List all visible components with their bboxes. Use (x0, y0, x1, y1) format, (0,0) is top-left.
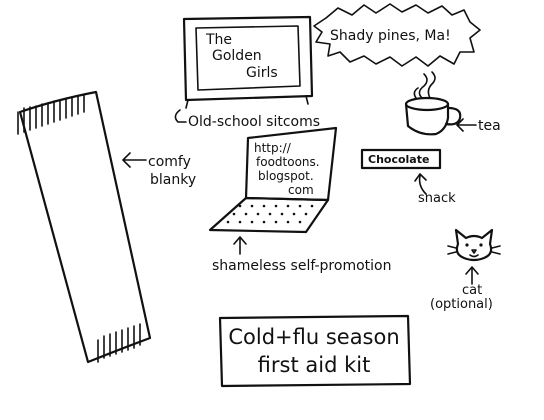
blanket-fringe-top (17, 94, 85, 135)
cat-arrow (465, 266, 479, 285)
tv-title-line1: The (205, 32, 232, 48)
laptop (208, 126, 338, 234)
laptop-arrow (233, 236, 247, 255)
blanket (17, 90, 152, 364)
blanket-label-line2: blanky (150, 172, 196, 188)
blanket-arrow (122, 152, 147, 168)
tv (182, 15, 314, 109)
chocolate-text: Chocolate (368, 153, 429, 166)
tea-label: tea (478, 118, 501, 134)
chocolate-bar (360, 148, 442, 170)
cat-label-line2: (optional) (430, 297, 493, 312)
tea-arrow (456, 118, 477, 132)
cat-face (447, 228, 501, 262)
blanket-label-line1: comfy (148, 154, 191, 170)
title-line1: Cold+flu season (228, 325, 399, 349)
snack-label: snack (418, 191, 456, 206)
title-box (218, 314, 412, 388)
laptop-keyboard (226, 204, 314, 224)
laptop-screen-line1: http:// (254, 141, 292, 155)
laptop-caption: shameless self-promotion (212, 258, 391, 274)
speech-text: Shady pines, Ma! (330, 28, 451, 44)
tv-title-line2: Golden (212, 48, 262, 64)
tea-cup (404, 71, 462, 136)
tv-title-line3: Girls (246, 65, 278, 81)
laptop-screen-line2: foodtoons. (256, 155, 320, 169)
snack-arrow (414, 173, 427, 195)
tv-caption-hook (174, 109, 187, 123)
laptop-screen-line3: blogspot. (258, 169, 314, 183)
speech-burst (313, 3, 481, 67)
tv-caption: Old-school sitcoms (188, 114, 320, 130)
title-line2: first aid kit (258, 353, 371, 377)
cat-label-line1: cat (462, 283, 482, 298)
laptop-screen-line4: com (288, 183, 314, 197)
blanket-fringe-bottom (97, 323, 141, 363)
